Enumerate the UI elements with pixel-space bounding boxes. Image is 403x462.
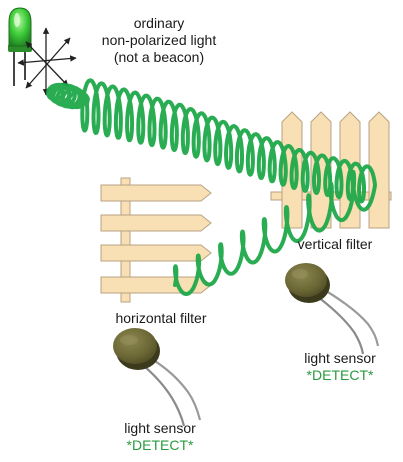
right-sensor-status: *DETECT* [306,367,374,383]
right-light-sensor [285,263,380,355]
source-label: ordinary non-polarized light (not a beac… [82,15,236,66]
horizontal-filter-label: horizontal filter [115,310,207,326]
vertical-filter-label: vertical filter [297,236,373,252]
left-light-sensor [113,328,202,427]
polarization-arrows-icon [17,27,77,96]
vertical-filter [270,111,392,229]
horizontal-filter-slat [100,184,212,202]
left-sensor-label: light sensor *DETECT* [100,420,220,454]
horizontal-filter-slat [100,276,212,294]
right-sensor-name: light sensor [304,350,376,366]
horizontal-filter-slat [100,214,212,232]
horizontal-filter-crossbar [120,177,131,303]
left-sensor-status: *DETECT* [126,437,194,453]
source-label-line-2: non-polarized light [101,32,217,48]
left-sensor-name: light sensor [124,420,196,436]
horizontal-filter [100,177,212,303]
right-sensor-label: light sensor *DETECT* [280,350,400,384]
light-wave [46,78,377,296]
horizontal-filter-slat [100,244,212,262]
vertical-filter-slat [368,111,390,229]
led-light-source [8,7,32,86]
source-label-line-1: ordinary [133,15,185,31]
source-label-line-3: (not a beacon) [113,49,205,65]
